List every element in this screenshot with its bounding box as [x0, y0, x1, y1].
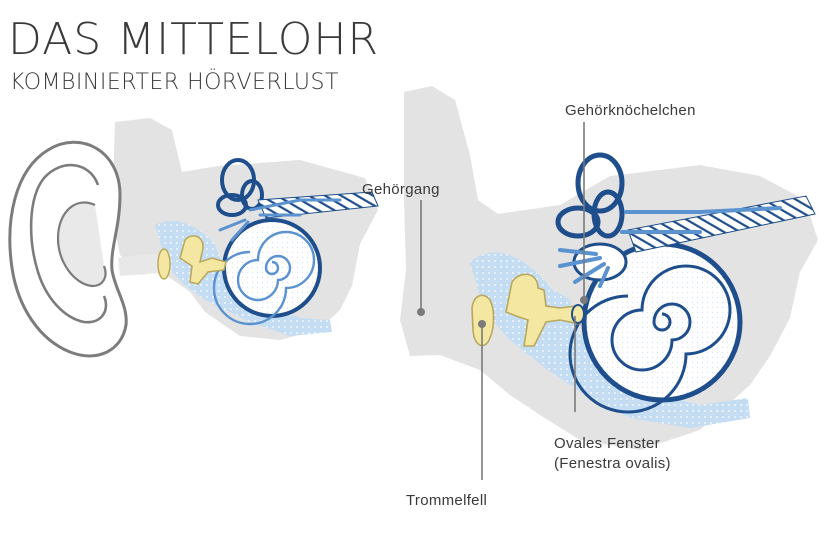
label-ear-canal: Gehörgang: [362, 181, 440, 198]
right-ossicles: [505, 273, 585, 347]
leader-ear-canal-dot: [417, 308, 425, 316]
right-ear-group: [400, 86, 818, 450]
right-semicircular-canals: [555, 152, 625, 239]
label-oval-window-line2: (Fenestra ovalis): [554, 455, 671, 472]
leader-ossicles-dot: [580, 296, 588, 304]
label-ossicles: Gehörknöchelchen: [565, 102, 696, 119]
label-eardrum: Trommelfell: [406, 492, 488, 509]
left-pinna-inner: [29, 163, 108, 324]
left-nerve-branches: [218, 198, 342, 242]
left-semicircular-canals: [216, 158, 264, 217]
label-oval-window-line1: Ovales Fenster: [554, 435, 660, 452]
page-title: DAS MITTELOHR: [8, 14, 380, 65]
left-cochlea-spiral: [212, 230, 316, 326]
left-ossicles: [179, 235, 227, 285]
left-concha: [56, 201, 107, 288]
leader-eardrum-dot: [478, 320, 486, 328]
left-eardrum: [157, 248, 171, 280]
page-subtitle: KOMBINIERTER HÖRVERLUST: [10, 70, 339, 95]
left-auditory-nerve: [257, 191, 379, 219]
right-oval-window: [571, 304, 585, 324]
left-ear-group: [8, 118, 379, 358]
leader-lines: [417, 122, 588, 480]
right-cochlea-spiral: [568, 264, 732, 414]
right-nerve-branches: [558, 206, 782, 288]
